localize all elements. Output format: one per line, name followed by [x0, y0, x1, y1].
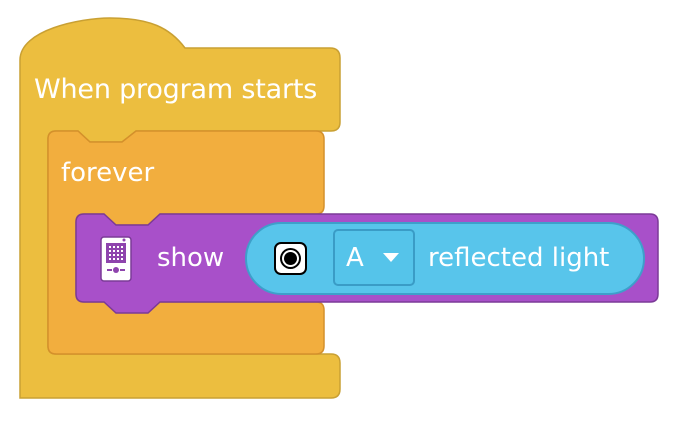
- reflected-light-reporter[interactable]: [245, 222, 645, 295]
- hat-block-label: When program starts: [34, 74, 318, 105]
- color-sensor-icon: [274, 242, 307, 275]
- hub-display-icon: [100, 236, 132, 282]
- reporter-label: reflected light: [428, 243, 610, 273]
- port-dropdown-value: A: [346, 243, 364, 273]
- forever-block-label: forever: [61, 158, 155, 188]
- chevron-down-icon: [383, 253, 399, 262]
- when-program-starts-block[interactable]: [19, 17, 341, 399]
- show-block-label: show: [157, 243, 225, 273]
- port-dropdown[interactable]: [333, 229, 415, 286]
